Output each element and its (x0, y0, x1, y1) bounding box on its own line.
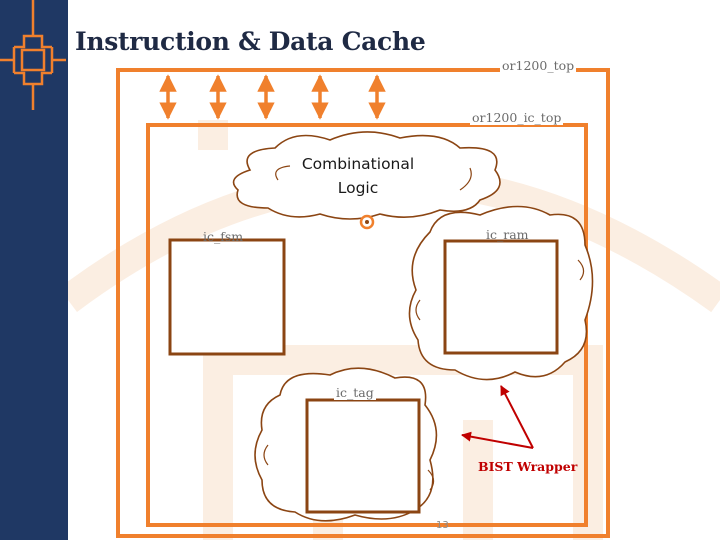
ic-ram-label: ic_ram (486, 227, 529, 242)
combinational-logic-cloud (232, 131, 501, 220)
bist-wrapper-arrows (461, 385, 534, 449)
ic-tag-label: ic_tag (334, 385, 376, 400)
ic-fsm-label: ic_fsm (203, 229, 244, 244)
or1200-top-label: or1200_top (500, 58, 577, 73)
bist-arrow-ram (500, 385, 534, 449)
or1200-top-box (116, 68, 610, 538)
bist-wrapper-label: BIST Wrapper (478, 459, 578, 474)
combinational-logic-label: Combinational Logic (301, 155, 415, 197)
bus-arrows (159, 74, 386, 120)
ic-tag-box (305, 398, 421, 514)
logo-circuit-icon (0, 0, 66, 110)
ic-ram-box (443, 239, 559, 355)
ic-fsm-box (168, 238, 286, 356)
page-number: 13 (436, 520, 449, 531)
or1200-ic-top-label: or1200_ic_top (470, 110, 564, 125)
bist-arrow-tag (461, 431, 534, 449)
slide-title: Instruction & Data Cache (75, 27, 426, 56)
sidebar-bar (0, 0, 68, 540)
